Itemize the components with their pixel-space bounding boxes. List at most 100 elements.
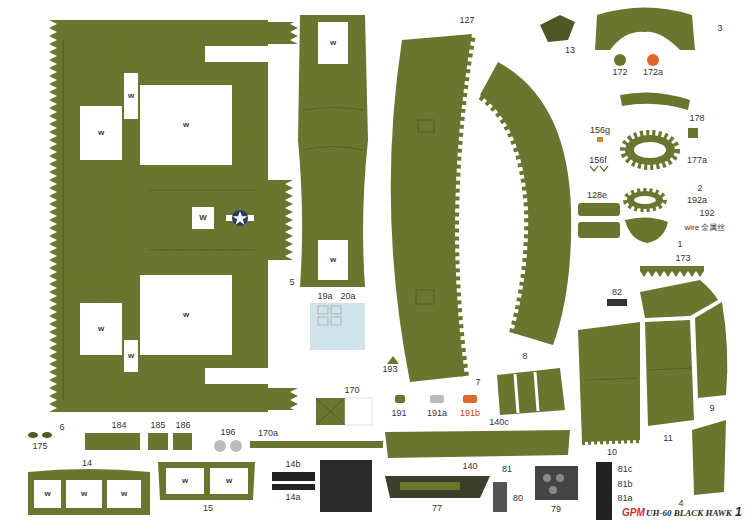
strip-part bbox=[173, 433, 192, 450]
band-part bbox=[620, 92, 690, 110]
gauge bbox=[543, 474, 551, 482]
small-part bbox=[540, 15, 575, 42]
ring-hole bbox=[634, 196, 656, 204]
curved-skin-piece bbox=[391, 34, 472, 382]
cutout-mark: w bbox=[81, 490, 87, 498]
part-number: 185 bbox=[150, 421, 165, 430]
part-number: 81b bbox=[617, 480, 632, 489]
square-part bbox=[320, 460, 372, 512]
square-part bbox=[316, 398, 345, 425]
window-cutout: w bbox=[66, 480, 102, 508]
part-number: 20a bbox=[340, 292, 355, 301]
window-cutout: w bbox=[80, 106, 122, 160]
small-part bbox=[463, 395, 477, 403]
window-cutout: w bbox=[107, 480, 141, 508]
round-part bbox=[230, 440, 242, 452]
part-number: 186 bbox=[175, 421, 190, 430]
part-number: 192a bbox=[687, 196, 707, 205]
round-part bbox=[214, 440, 226, 452]
decal-sheet bbox=[310, 303, 365, 350]
part-number: 170a bbox=[258, 429, 278, 438]
glue-teeth bbox=[285, 180, 293, 260]
round-part bbox=[614, 54, 626, 66]
part-number: 10 bbox=[607, 448, 617, 457]
part-number: 156f bbox=[589, 156, 607, 165]
cutout-mark: w bbox=[330, 256, 336, 264]
gauge bbox=[556, 474, 564, 482]
fuselage-panel bbox=[57, 20, 268, 412]
part-number: 81c bbox=[618, 465, 633, 474]
part-number: 128e bbox=[587, 191, 607, 200]
ring-part bbox=[625, 135, 675, 165]
glue-tab bbox=[268, 22, 290, 44]
ring-part bbox=[627, 191, 663, 209]
panel-line bbox=[150, 190, 255, 191]
cut-notch bbox=[205, 368, 268, 384]
part-number: 15 bbox=[203, 504, 213, 513]
strip-part bbox=[272, 484, 315, 490]
glue-tab bbox=[268, 180, 285, 260]
part-number: 82 bbox=[612, 288, 622, 297]
curved-skin-piece bbox=[480, 62, 571, 345]
part-number: 173 bbox=[675, 254, 690, 263]
part-number: 172 bbox=[612, 68, 627, 77]
part-number: 191 bbox=[391, 409, 406, 418]
panel-piece bbox=[298, 15, 368, 287]
part-number: 13 bbox=[565, 46, 575, 55]
window-cutout: w bbox=[140, 275, 232, 355]
window-cutout: w bbox=[140, 85, 232, 165]
part-number: 77 bbox=[432, 504, 442, 513]
cutout-mark: w bbox=[121, 490, 127, 498]
part-number: 19a bbox=[317, 292, 332, 301]
cutout-mark: w bbox=[330, 39, 336, 47]
glue-teeth bbox=[624, 134, 676, 166]
part-number: 127 bbox=[459, 16, 474, 25]
stripe bbox=[535, 372, 538, 411]
glue-tab bbox=[268, 388, 290, 410]
stripe bbox=[515, 374, 518, 413]
window-cutout: w bbox=[210, 468, 248, 494]
shield-part bbox=[625, 217, 668, 243]
decal-window bbox=[331, 306, 341, 314]
glue-teeth bbox=[455, 34, 472, 376]
part-number: 196 bbox=[220, 428, 235, 437]
note-text: wire 金属丝 bbox=[685, 224, 726, 232]
small-part bbox=[578, 222, 620, 238]
part-number: 140 bbox=[462, 462, 477, 471]
small-part bbox=[430, 395, 444, 403]
cutout-mark: w bbox=[183, 121, 189, 129]
part-number: 177a bbox=[687, 156, 707, 165]
panel-line bbox=[303, 147, 363, 151]
cutout-mark: w bbox=[44, 490, 50, 498]
panel-lines bbox=[57, 20, 268, 412]
console-part bbox=[385, 476, 490, 498]
part-number: 14a bbox=[285, 493, 300, 502]
glue-teeth bbox=[640, 271, 704, 277]
part-number: 156g bbox=[590, 126, 610, 135]
part-number: 1 bbox=[677, 240, 682, 249]
part-number: 192 bbox=[699, 209, 714, 218]
panel-line bbox=[584, 378, 638, 380]
window-cutout: w bbox=[80, 303, 122, 355]
window-cutout: w bbox=[166, 468, 204, 494]
insignia-star bbox=[233, 211, 248, 225]
glue-teeth bbox=[626, 191, 664, 209]
part-number: 4 bbox=[678, 499, 683, 508]
small-part bbox=[28, 432, 38, 438]
cutout-mark: w bbox=[128, 92, 134, 100]
strip-part bbox=[596, 462, 612, 520]
window-cutout: W bbox=[192, 207, 214, 229]
panel-line bbox=[648, 368, 692, 370]
strip-part bbox=[85, 433, 140, 450]
skin-piece bbox=[695, 302, 727, 398]
small-part bbox=[597, 137, 603, 142]
cutout-mark: w bbox=[128, 352, 134, 360]
panel-line bbox=[316, 398, 345, 425]
brand-label: GPM bbox=[622, 508, 645, 518]
part-number: 193 bbox=[382, 365, 397, 374]
part-number: 81a bbox=[617, 494, 632, 503]
panel-detail bbox=[416, 290, 434, 304]
part-number: 5 bbox=[289, 278, 294, 287]
